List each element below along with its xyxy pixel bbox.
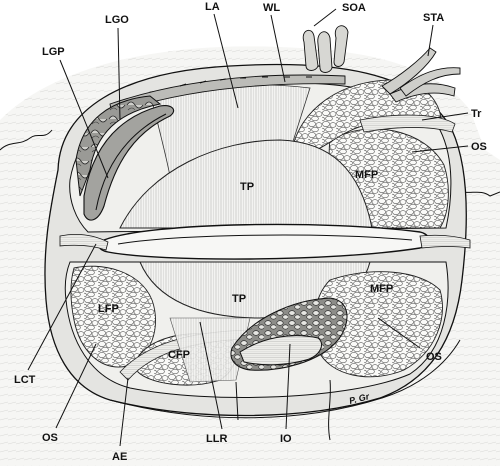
whitnall-ligament-dashes xyxy=(179,76,312,87)
lacrimal-gland-orbital-lobe xyxy=(75,95,162,197)
superficial-temporal-vessels xyxy=(381,47,461,103)
inferior-oblique-muscle xyxy=(239,335,322,366)
trochlea-band xyxy=(359,114,456,133)
label-cfp: CFP xyxy=(168,349,190,361)
label-mfp-lower: MFP xyxy=(370,283,393,295)
label-os-lower-left: OS xyxy=(42,432,58,444)
label-lgp: LGP xyxy=(42,46,65,58)
cheek-creases xyxy=(235,379,331,441)
skin-edge-left xyxy=(0,129,53,151)
label-mfp-upper: MFP xyxy=(355,169,378,181)
artist-signature: P. Gr xyxy=(348,391,371,406)
label-os-right: OS xyxy=(471,141,487,153)
label-tr: Tr xyxy=(471,108,482,120)
leader-lines xyxy=(27,8,469,447)
eyelid-slit xyxy=(117,234,413,245)
label-lfp: LFP xyxy=(98,303,119,315)
lacrimal-gland-lobe-border xyxy=(95,113,167,211)
supraorbital-vessels xyxy=(302,25,349,73)
lower-lid-retractors xyxy=(169,317,251,383)
label-lct: LCT xyxy=(14,374,36,386)
label-soa: SOA xyxy=(342,2,366,14)
upper-tarsal-plate xyxy=(119,139,373,229)
lacrimal-gland-palpebral-lobe xyxy=(83,105,175,221)
label-sta: STA xyxy=(423,12,444,24)
label-wl: WL xyxy=(263,2,280,14)
label-la: LA xyxy=(205,1,220,13)
label-tp-upper: TP xyxy=(240,181,254,193)
eyelid-margin-upper xyxy=(98,223,430,260)
label-llr: LLR xyxy=(206,433,227,445)
label-lgo: LGO xyxy=(105,14,129,26)
label-os-lower-right: OS xyxy=(426,351,442,363)
lateral-canthal-tendon xyxy=(59,234,109,251)
label-tp-lower: TP xyxy=(232,293,246,305)
label-io: IO xyxy=(280,433,292,445)
lower-skin-edge xyxy=(109,339,461,419)
label-ae: AE xyxy=(112,451,127,463)
medial-canthal-band xyxy=(419,234,471,249)
